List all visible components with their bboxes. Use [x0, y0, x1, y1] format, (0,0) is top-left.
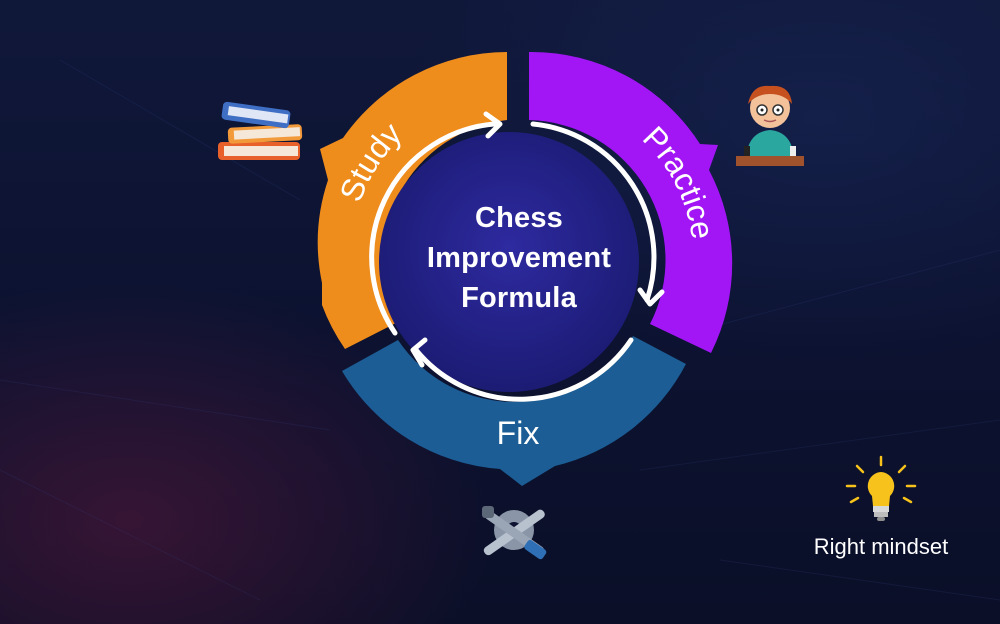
wrench-screwdriver-icon: [482, 506, 547, 560]
center-title-line: Improvement: [426, 242, 612, 274]
cycle-arrows: [369, 121, 657, 402]
arrow-heads: [410, 111, 665, 368]
mindset-caption: Right mindset: [813, 534, 949, 559]
background-streaks: [0, 59, 1000, 601]
center-title: Chess Improvement Formula: [409, 198, 629, 318]
center-title-line: Formula: [461, 282, 577, 314]
study-segment: [317, 52, 507, 349]
center-title-line: Chess: [474, 202, 564, 234]
lightbulb-icon: [845, 455, 917, 521]
stage-label-fix: Fix: [497, 415, 540, 451]
chess-player-icon: [736, 85, 804, 166]
center-circle: [379, 132, 639, 392]
practice-segment: [529, 51, 733, 354]
books-icon: [218, 101, 303, 160]
